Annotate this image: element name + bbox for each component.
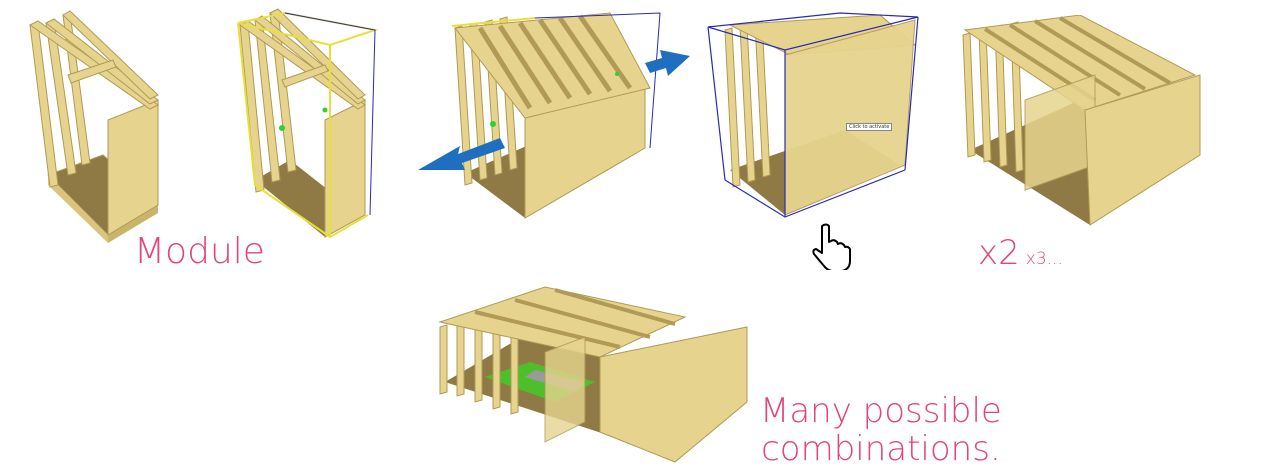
combinations-line-1: Many possible [760,391,1002,431]
module-illustration [29,10,159,243]
resize-arrow-icon[interactable] [418,50,690,170]
combinations-caption: Many possible combinations. [760,392,1002,468]
click-to-activate-tooltip: Click to activate [846,123,893,131]
module-caption: Module [134,231,265,272]
double-module-illustration [962,15,1201,226]
module-stretch-illustration [418,12,690,219]
multiply-small-label: x3... [1025,249,1063,269]
module-bounding-box-illustration [707,12,919,218]
module-selected-illustration [237,8,379,239]
multiply-big-label: x2 [978,233,1020,273]
hand-pointer-icon[interactable] [808,222,858,270]
combined-building-illustration [438,286,748,463]
combinations-line-2: combinations. [761,429,1001,470]
